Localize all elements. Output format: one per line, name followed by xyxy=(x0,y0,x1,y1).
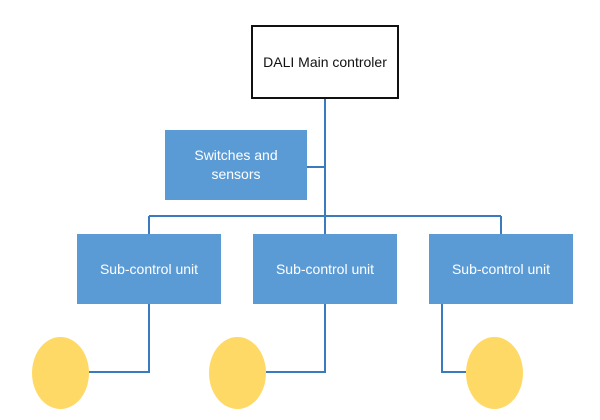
lamp-link-2 xyxy=(266,304,326,373)
lamp-1 xyxy=(32,337,89,409)
sub-control-unit-label: Sub-control unit xyxy=(99,260,199,277)
lamp-2 xyxy=(209,337,266,409)
switches-sensors-label: Switches and sensors xyxy=(194,147,278,182)
switches-sensors-box: Switches and sensors xyxy=(165,130,307,200)
sub-control-unit-2: Sub-control unit xyxy=(253,234,397,304)
sub-control-unit-label: Sub-control unit xyxy=(451,260,551,277)
lamp-link-1 xyxy=(89,304,150,373)
lamp-3 xyxy=(466,337,523,409)
lamp-link-3 xyxy=(441,304,466,373)
sub-control-unit-3: Sub-control unit xyxy=(429,234,573,304)
sub-control-unit-1: Sub-control unit xyxy=(77,234,221,304)
main-controller-label: DALI Main controler xyxy=(263,53,387,70)
sub-control-unit-label: Sub-control unit xyxy=(275,260,375,277)
main-controller-box: DALI Main controler xyxy=(251,25,399,99)
